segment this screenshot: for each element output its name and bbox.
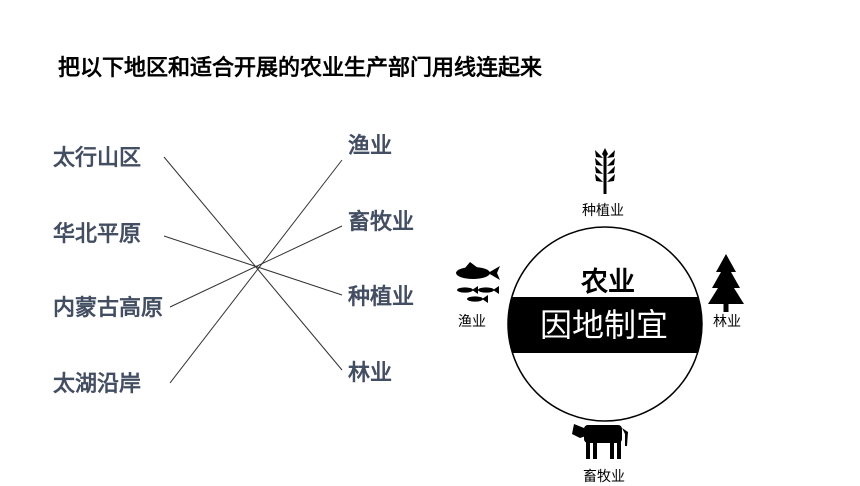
- region-taihang[interactable]: 太行山区: [53, 146, 142, 171]
- sector-husbandry[interactable]: 畜牧业: [348, 210, 415, 235]
- sector-fishery[interactable]: 渔业: [348, 134, 393, 159]
- diagram-label-right: 林业: [713, 314, 741, 330]
- diagram-band-text: 因地制宜: [539, 306, 668, 344]
- tree-icon: [708, 254, 744, 312]
- wheat-icon: [595, 148, 615, 194]
- diagram-label-top: 种植业: [582, 203, 624, 219]
- sector-forestry[interactable]: 林业: [348, 361, 393, 386]
- link-neimenggu-husbandry: [169, 225, 343, 308]
- link-taihang-forestry: [163, 156, 343, 371]
- fish-icon: [456, 262, 500, 303]
- sector-planting[interactable]: 种植业: [348, 285, 415, 310]
- cow-icon: [572, 424, 628, 459]
- diagram-band: [508, 297, 702, 353]
- region-huabei[interactable]: 华北平原: [53, 222, 142, 247]
- region-taihu[interactable]: 太湖沿岸: [53, 372, 142, 397]
- diagram-label-left: 渔业: [458, 314, 486, 330]
- link-huabei-planting: [163, 235, 343, 296]
- diagram-label-bottom: 畜牧业: [583, 469, 625, 485]
- diagram-heading: 农业: [581, 267, 635, 296]
- region-neimenggu[interactable]: 内蒙古高原: [53, 296, 164, 321]
- link-taihu-fishery: [169, 159, 343, 384]
- page-title: 把以下地区和适合开展的农业生产部门用线连起来: [58, 56, 543, 81]
